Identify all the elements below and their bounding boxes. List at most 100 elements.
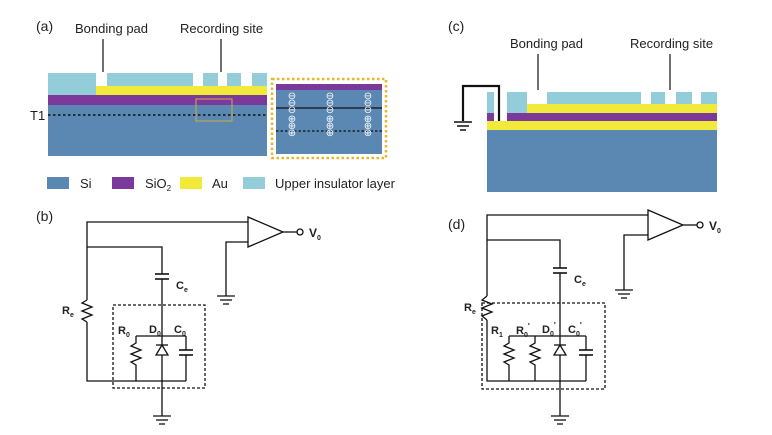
legend: Si SiO2 Au Upper insulator layer — [47, 176, 396, 193]
output-label: V0 — [309, 226, 321, 242]
legend-swatch-au — [180, 177, 202, 189]
output-terminal — [696, 221, 704, 229]
insulator-segment — [507, 92, 527, 113]
insulator-segment — [48, 86, 86, 95]
panel-b-tag: (b) — [36, 208, 53, 224]
r0-label: R0 — [118, 325, 130, 339]
wire — [87, 246, 163, 274]
au-layer-bottom — [487, 121, 717, 130]
insulator-segment — [487, 92, 494, 113]
wire — [486, 214, 648, 296]
positive-charge-sign: ⊕ — [364, 121, 372, 132]
panel-c-recording-site-label: Recording site — [630, 36, 713, 51]
op-amp — [647, 209, 685, 241]
electrode-model-box — [112, 304, 206, 389]
legend-label-au: Au — [212, 176, 228, 191]
positive-charge-sign: ⊕ — [326, 121, 334, 132]
re-label: Re — [62, 305, 74, 319]
d0-diode — [154, 343, 170, 356]
positive-charge-sign: ⊕ — [288, 128, 296, 139]
wire — [487, 239, 561, 268]
ground-symbol — [615, 289, 633, 299]
ce-label: Ce — [176, 280, 188, 294]
positive-charge-sign: ⊕ — [288, 114, 296, 125]
re-resistor — [80, 299, 94, 323]
ground-wire — [461, 84, 501, 121]
d0-prime-diode — [552, 343, 568, 356]
panel-c-tag: (c) — [448, 18, 464, 34]
sio2-layer — [48, 95, 267, 105]
insulator-segment — [107, 73, 193, 86]
si-layer — [487, 130, 717, 192]
r0-prime-resistor — [528, 336, 542, 381]
op-amp — [247, 216, 285, 248]
d0-prime-label: D0' — [542, 321, 556, 338]
negative-charge-sign: ⊖ — [288, 91, 296, 102]
d0-label: D0 — [149, 324, 161, 338]
si-layer — [48, 105, 267, 156]
c0-prime-label: C0' — [568, 321, 582, 338]
negative-charge-sign: ⊖ — [364, 98, 372, 109]
c0-label: C0 — [174, 324, 186, 338]
inset-sio2 — [276, 84, 382, 90]
wire — [225, 241, 248, 296]
electrode-model-box — [481, 302, 606, 390]
ground-symbol — [217, 295, 235, 305]
wire — [623, 234, 648, 290]
legend-label-insulator: Upper insulator layer — [275, 176, 396, 191]
r1-resistor — [502, 336, 516, 381]
positive-charge-sign: ⊕ — [364, 128, 372, 139]
panel-c: (c) Bonding pad Recording site — [448, 18, 717, 192]
negative-charge-sign: ⊖ — [364, 105, 372, 116]
r1-label: R1 — [491, 325, 503, 339]
r0-prime-label: R0' — [516, 322, 530, 339]
output-label: V0 — [709, 219, 721, 235]
positive-charge-sign: ⊕ — [364, 114, 372, 125]
ground-symbol — [551, 415, 569, 425]
wire — [86, 322, 136, 382]
output-terminal — [296, 228, 304, 236]
panel-a-bonding-pad-label: Bonding pad — [75, 21, 148, 36]
re-resistor — [480, 295, 494, 321]
insulator-segment — [676, 92, 692, 104]
zoom-box — [195, 98, 233, 122]
negative-charge-sign: ⊖ — [288, 98, 296, 109]
r0-resistor — [129, 336, 143, 381]
inset-si — [276, 84, 382, 154]
ground-symbol — [153, 415, 171, 425]
au-layer-top — [527, 104, 717, 113]
panel-d-tag: (d) — [448, 216, 465, 232]
panel-a-recording-site-label: Recording site — [180, 21, 263, 36]
legend-swatch-si — [47, 177, 69, 189]
wire — [86, 221, 248, 300]
inset: ⊖⊖⊖⊖⊖⊖⊖⊖⊖⊕⊕⊕⊕⊕⊕⊕⊕⊕ — [270, 77, 388, 160]
insulator-segment — [203, 73, 218, 86]
t1-label: T1 — [30, 108, 45, 123]
negative-charge-sign: ⊖ — [326, 91, 334, 102]
legend-label-si: Si — [80, 176, 92, 191]
legend-swatch-sio2 — [112, 177, 134, 189]
negative-charge-sign: ⊖ — [326, 105, 334, 116]
positive-charge-sign: ⊕ — [288, 121, 296, 132]
panel-c-bonding-pad-label: Bonding pad — [510, 36, 583, 51]
ce-label: Ce — [574, 274, 586, 288]
panel-a-tag: (a) — [36, 18, 53, 34]
inset-signs: ⊖⊖⊖⊖⊖⊖⊖⊖⊖⊕⊕⊕⊕⊕⊕⊕⊕⊕ — [288, 91, 372, 139]
wire — [486, 320, 509, 382]
negative-charge-sign: ⊖ — [288, 105, 296, 116]
inset-border — [270, 77, 388, 160]
positive-charge-sign: ⊕ — [326, 128, 334, 139]
sio2-stub — [487, 113, 494, 121]
panel-d: (d) V0 Ce Re R1 R0' D0' — [448, 209, 721, 425]
insulator-segment — [252, 73, 267, 86]
panel-b: (b) V0 Ce Re R0 D0 — [36, 208, 321, 425]
insulator-segment — [547, 92, 641, 104]
legend-label-sio2: SiO2 — [145, 176, 172, 193]
insulator-segment — [651, 92, 665, 104]
insulator-segment — [701, 92, 717, 104]
legend-swatch-insulator — [243, 177, 265, 189]
au-layer — [86, 86, 267, 95]
insulator-segment — [227, 73, 241, 86]
ground-symbol — [454, 121, 472, 131]
negative-charge-sign: ⊖ — [364, 91, 372, 102]
